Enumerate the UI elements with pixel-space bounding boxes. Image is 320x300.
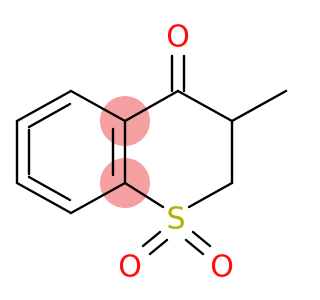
bond-s-o-left-a	[141, 230, 162, 248]
bond-c4a-c5	[69, 89, 127, 123]
bond-s-c8a	[123, 181, 165, 209]
bond-s-o-right-a	[184, 238, 205, 256]
bond-c4a-c4	[123, 89, 180, 123]
bond-c3-methyl	[230, 89, 288, 123]
bond-c2-s	[187, 181, 234, 209]
bond-c7-c8-double	[27, 175, 72, 202]
bond-c5-c6	[15, 89, 73, 123]
bond-s-o-left-b	[148, 238, 169, 256]
atom-o-sulfonyl-right: O	[210, 250, 234, 285]
atom-s: S	[166, 202, 185, 237]
bonds	[15, 54, 288, 256]
molecule-structure: O S O O	[15, 20, 288, 285]
bond-c4-c3	[176, 89, 234, 123]
bond-c8-c8a	[69, 181, 127, 215]
atom-labels: O S O O	[118, 20, 234, 285]
molecule-canvas: O S O O	[15, 19, 288, 285]
atom-o-ketone: O	[166, 20, 190, 55]
bond-c5-c6-double	[27, 102, 72, 129]
bond-c7-c8	[15, 181, 73, 215]
bond-s-o-right-b	[191, 230, 212, 248]
atom-o-sulfonyl-left: O	[118, 250, 142, 285]
